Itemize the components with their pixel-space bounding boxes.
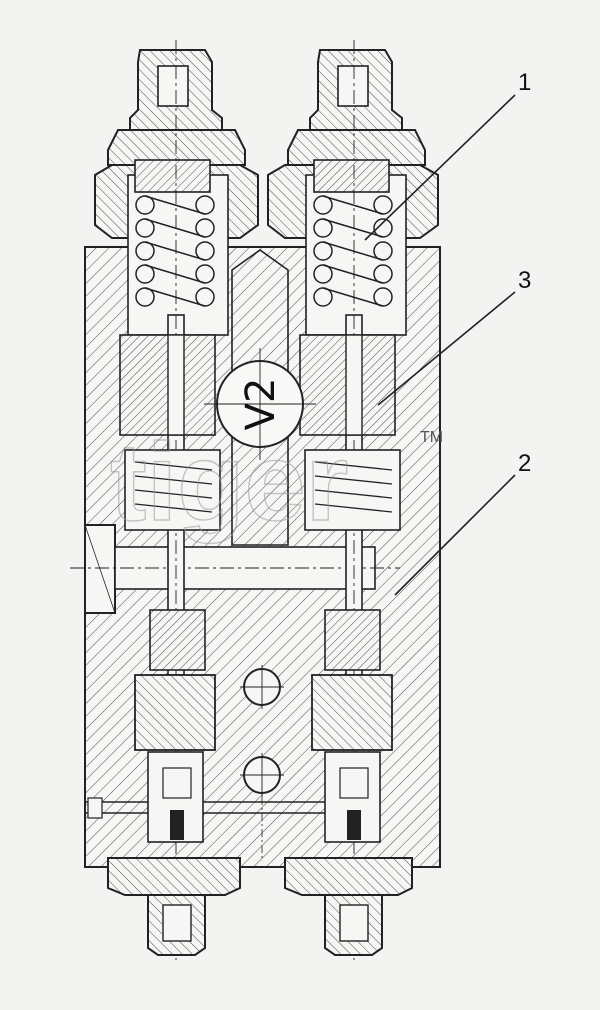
callout-1: 1	[518, 69, 531, 96]
svg-text:tiger: tiger	[110, 421, 348, 544]
leader-lines	[364, 94, 516, 596]
watermark-logo: tiger TM	[109, 420, 443, 544]
v2-port-label: V2	[238, 378, 284, 431]
right-cartridge	[267, 40, 439, 960]
v2-port-marker: V2	[204, 348, 316, 460]
left-cartridge	[94, 40, 259, 960]
trademark-mark: TM	[420, 429, 443, 446]
callout-2: 2	[518, 450, 531, 477]
callout-3: 3	[518, 267, 531, 294]
